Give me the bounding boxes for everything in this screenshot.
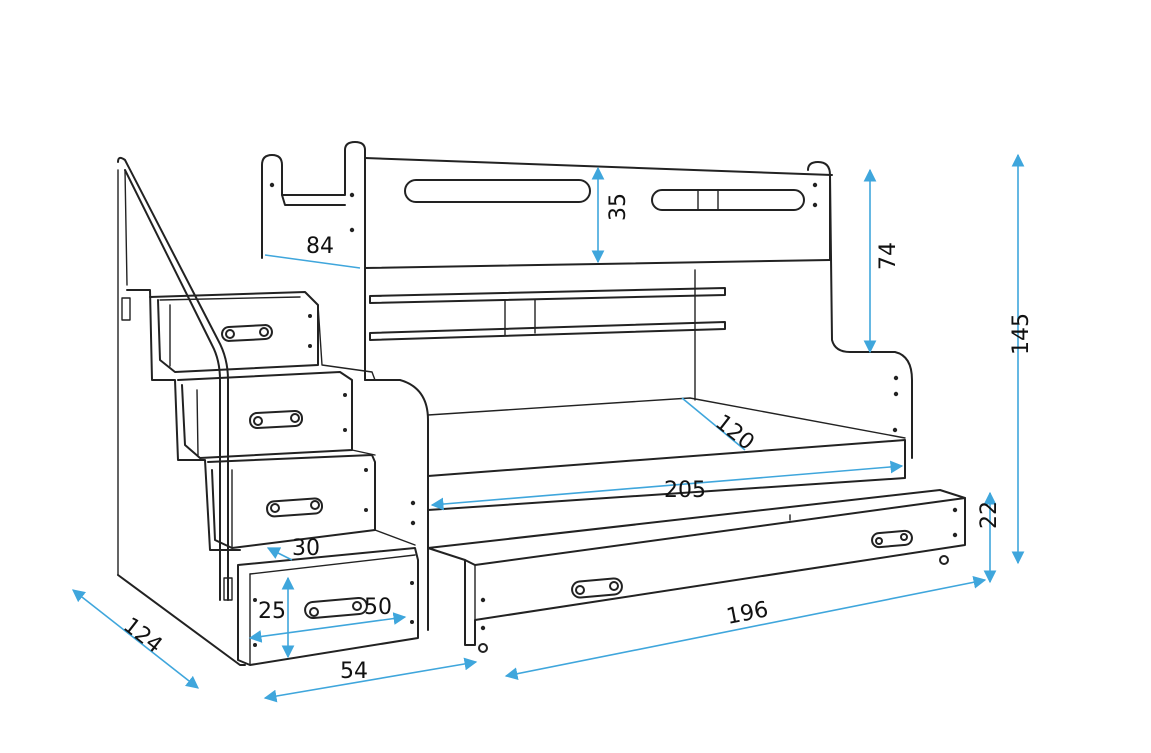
dim-label-30: 30 <box>292 536 320 561</box>
dim-line-50 <box>248 612 407 643</box>
dim-label-25: 25 <box>258 599 286 624</box>
dim-label-74: 74 <box>876 242 901 270</box>
dim-line-124 <box>71 589 200 689</box>
dim-label-84: 84 <box>306 234 334 259</box>
dimension-lines <box>71 153 1025 703</box>
dim-line-205 <box>430 460 904 511</box>
dim-label-205: 205 <box>664 478 706 503</box>
dim-label-145: 145 <box>1009 313 1034 355</box>
dim-line-120 <box>681 397 746 451</box>
stairs <box>117 156 419 666</box>
dim-line-30 <box>266 547 293 561</box>
dim-label-35: 35 <box>606 193 631 221</box>
dim-label-22: 22 <box>977 501 1002 529</box>
dim-label-50: 50 <box>364 595 392 620</box>
dim-line-84 <box>264 254 361 269</box>
dim-label-120: 120 <box>710 410 758 456</box>
dim-label-124: 124 <box>118 613 166 659</box>
dim-line-54 <box>263 657 478 703</box>
dim-label-54: 54 <box>340 659 368 684</box>
dimension-labels: 145 74 35 84 120 205 22 196 30 25 50 54 … <box>118 193 1034 684</box>
dim-line-196 <box>504 575 987 681</box>
